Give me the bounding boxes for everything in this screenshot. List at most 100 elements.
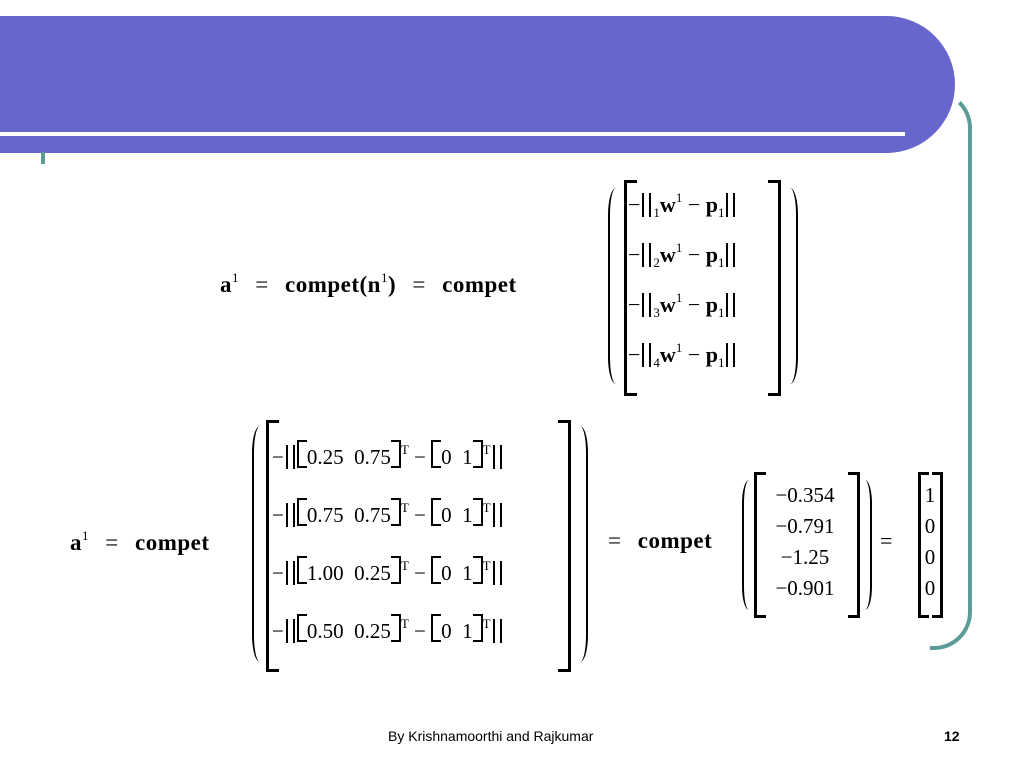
p-value: 0 (441, 561, 452, 585)
eq1-right-paren (782, 188, 798, 384)
minus-sign: − (687, 192, 701, 217)
eq2-compet: compet (134, 530, 210, 555)
p-value: 0 (441, 619, 452, 643)
minus-sign: − (414, 561, 426, 585)
header-divider (0, 132, 905, 136)
norm-bar (285, 503, 295, 527)
transpose-sup: T (400, 558, 409, 573)
eq2-mid-left-bracket (754, 472, 766, 618)
eq2-middle: = compet (598, 528, 712, 554)
vector-right-bracket (390, 498, 401, 526)
mid-value: −0.354 (775, 483, 835, 507)
norm-bar (642, 243, 652, 267)
p-sub: 1 (717, 305, 725, 320)
result-value: 1 (924, 483, 936, 507)
vector-value: 1.00 (306, 561, 344, 585)
eq2-mid-right-bracket (848, 472, 860, 618)
row-index: 1 (653, 205, 660, 220)
norm-bar (492, 619, 502, 643)
p-value: 1 (462, 561, 473, 585)
eq1-n-sup: 1 (380, 270, 388, 285)
p-symbol: p (705, 192, 718, 217)
transpose-sup: T (400, 616, 409, 631)
eq1-a-sup: 1 (232, 270, 239, 285)
eq2-a-symbol: a (70, 530, 82, 555)
row-index: 4 (653, 355, 660, 370)
minus-sign: − (628, 292, 641, 317)
eq1-equals-2: = (412, 272, 426, 297)
result-value: 0 (924, 514, 936, 538)
w-symbol: w (659, 242, 676, 267)
page-number: 12 (944, 728, 960, 744)
eq2-equals-3: = (880, 528, 893, 553)
vector-value: 0.25 (354, 619, 391, 643)
minus-sign: − (628, 242, 641, 267)
norm-bar (492, 445, 502, 469)
vector-right-bracket (472, 614, 483, 642)
minus-sign: − (628, 342, 641, 367)
p-value: 1 (462, 445, 473, 469)
eq1-row-1: −1w1 − p1 (628, 190, 737, 221)
frame-tick (41, 152, 45, 164)
minus-sign: − (272, 561, 284, 585)
w-symbol: w (659, 342, 676, 367)
eq2-right-bracket (558, 420, 571, 672)
vector-value: 0.75 (354, 503, 391, 527)
norm-bar (726, 293, 736, 317)
eq2-result-left-bracket (918, 472, 929, 618)
vector-left-bracket (296, 440, 307, 468)
norm-bar (642, 193, 652, 217)
vector-right-bracket (390, 440, 401, 468)
vector-value: 0.75 (306, 503, 344, 527)
row-index: 3 (653, 305, 660, 320)
vector-value: 0.25 (354, 561, 391, 585)
p-symbol: p (705, 292, 718, 317)
minus-sign: − (687, 292, 701, 317)
eq1-row-4: −4w1 − p1 (628, 340, 737, 371)
p-value: 0 (441, 445, 452, 469)
p-sub: 1 (717, 205, 725, 220)
eq1-row-3: −3w1 − p1 (628, 290, 737, 321)
minus-sign: − (272, 503, 284, 527)
transpose-sup: T (482, 558, 491, 573)
transpose-sup: T (482, 616, 491, 631)
minus-sign: − (414, 619, 426, 643)
eq1-row-2: −2w1 − p1 (628, 240, 737, 271)
vector-right-bracket (390, 614, 401, 642)
minus-sign: − (414, 503, 426, 527)
vector-value: 0.25 (306, 445, 344, 469)
eq1-compet: compet (442, 272, 517, 297)
minus-sign: − (414, 445, 426, 469)
vector-value: 0.50 (306, 619, 344, 643)
footer-author: By Krishnamoorthi and Rajkumar (388, 728, 594, 744)
result-value: 0 (924, 545, 936, 569)
norm-bar (285, 561, 295, 585)
eq2-result-right-bracket (932, 472, 943, 618)
w-symbol: w (659, 192, 676, 217)
vector-left-bracket (431, 614, 442, 642)
eq2-left-bracket (266, 420, 279, 672)
p-value: 0 (441, 503, 452, 527)
eq2-mid-values: −0.354 −0.791 −1.25 −0.901 (760, 480, 850, 604)
vector-right-bracket (472, 440, 483, 468)
w-sup: 1 (675, 240, 683, 255)
vector-left-bracket (296, 614, 307, 642)
mid-value: −0.901 (775, 576, 835, 600)
p-symbol: p (705, 342, 718, 367)
minus-sign: − (687, 342, 701, 367)
norm-bar (642, 343, 652, 367)
header-band (0, 16, 955, 153)
p-symbol: p (705, 242, 718, 267)
w-symbol: w (659, 292, 676, 317)
result-value: 0 (924, 576, 936, 600)
eq2-left-paren (252, 426, 268, 662)
vector-right-bracket (472, 498, 483, 526)
p-sub: 1 (717, 355, 725, 370)
norm-bar (726, 343, 736, 367)
vector-left-bracket (431, 498, 442, 526)
norm-bar (285, 445, 295, 469)
